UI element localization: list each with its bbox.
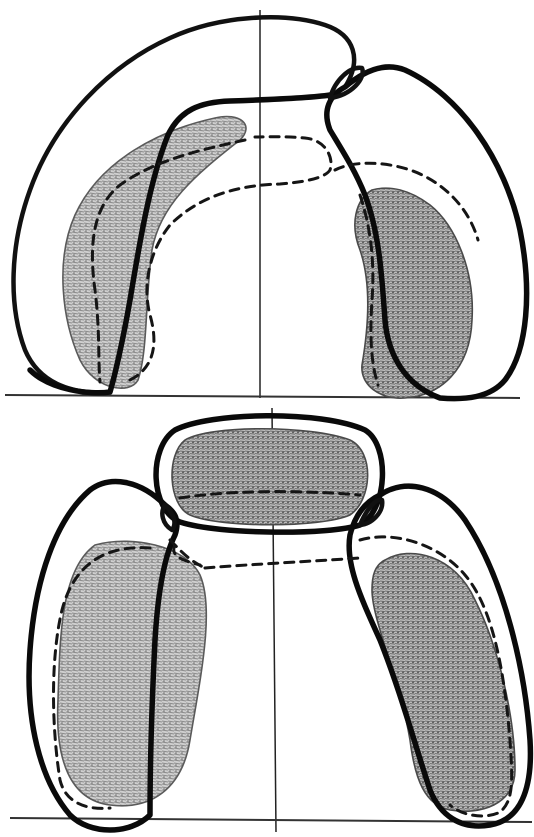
lower-left-shaded-region (58, 541, 207, 805)
lower-top-shaded-region (172, 429, 368, 525)
upper-panel (5, 10, 527, 399)
lower-panel (10, 408, 532, 832)
upper-outer-arch-outline (14, 17, 355, 392)
